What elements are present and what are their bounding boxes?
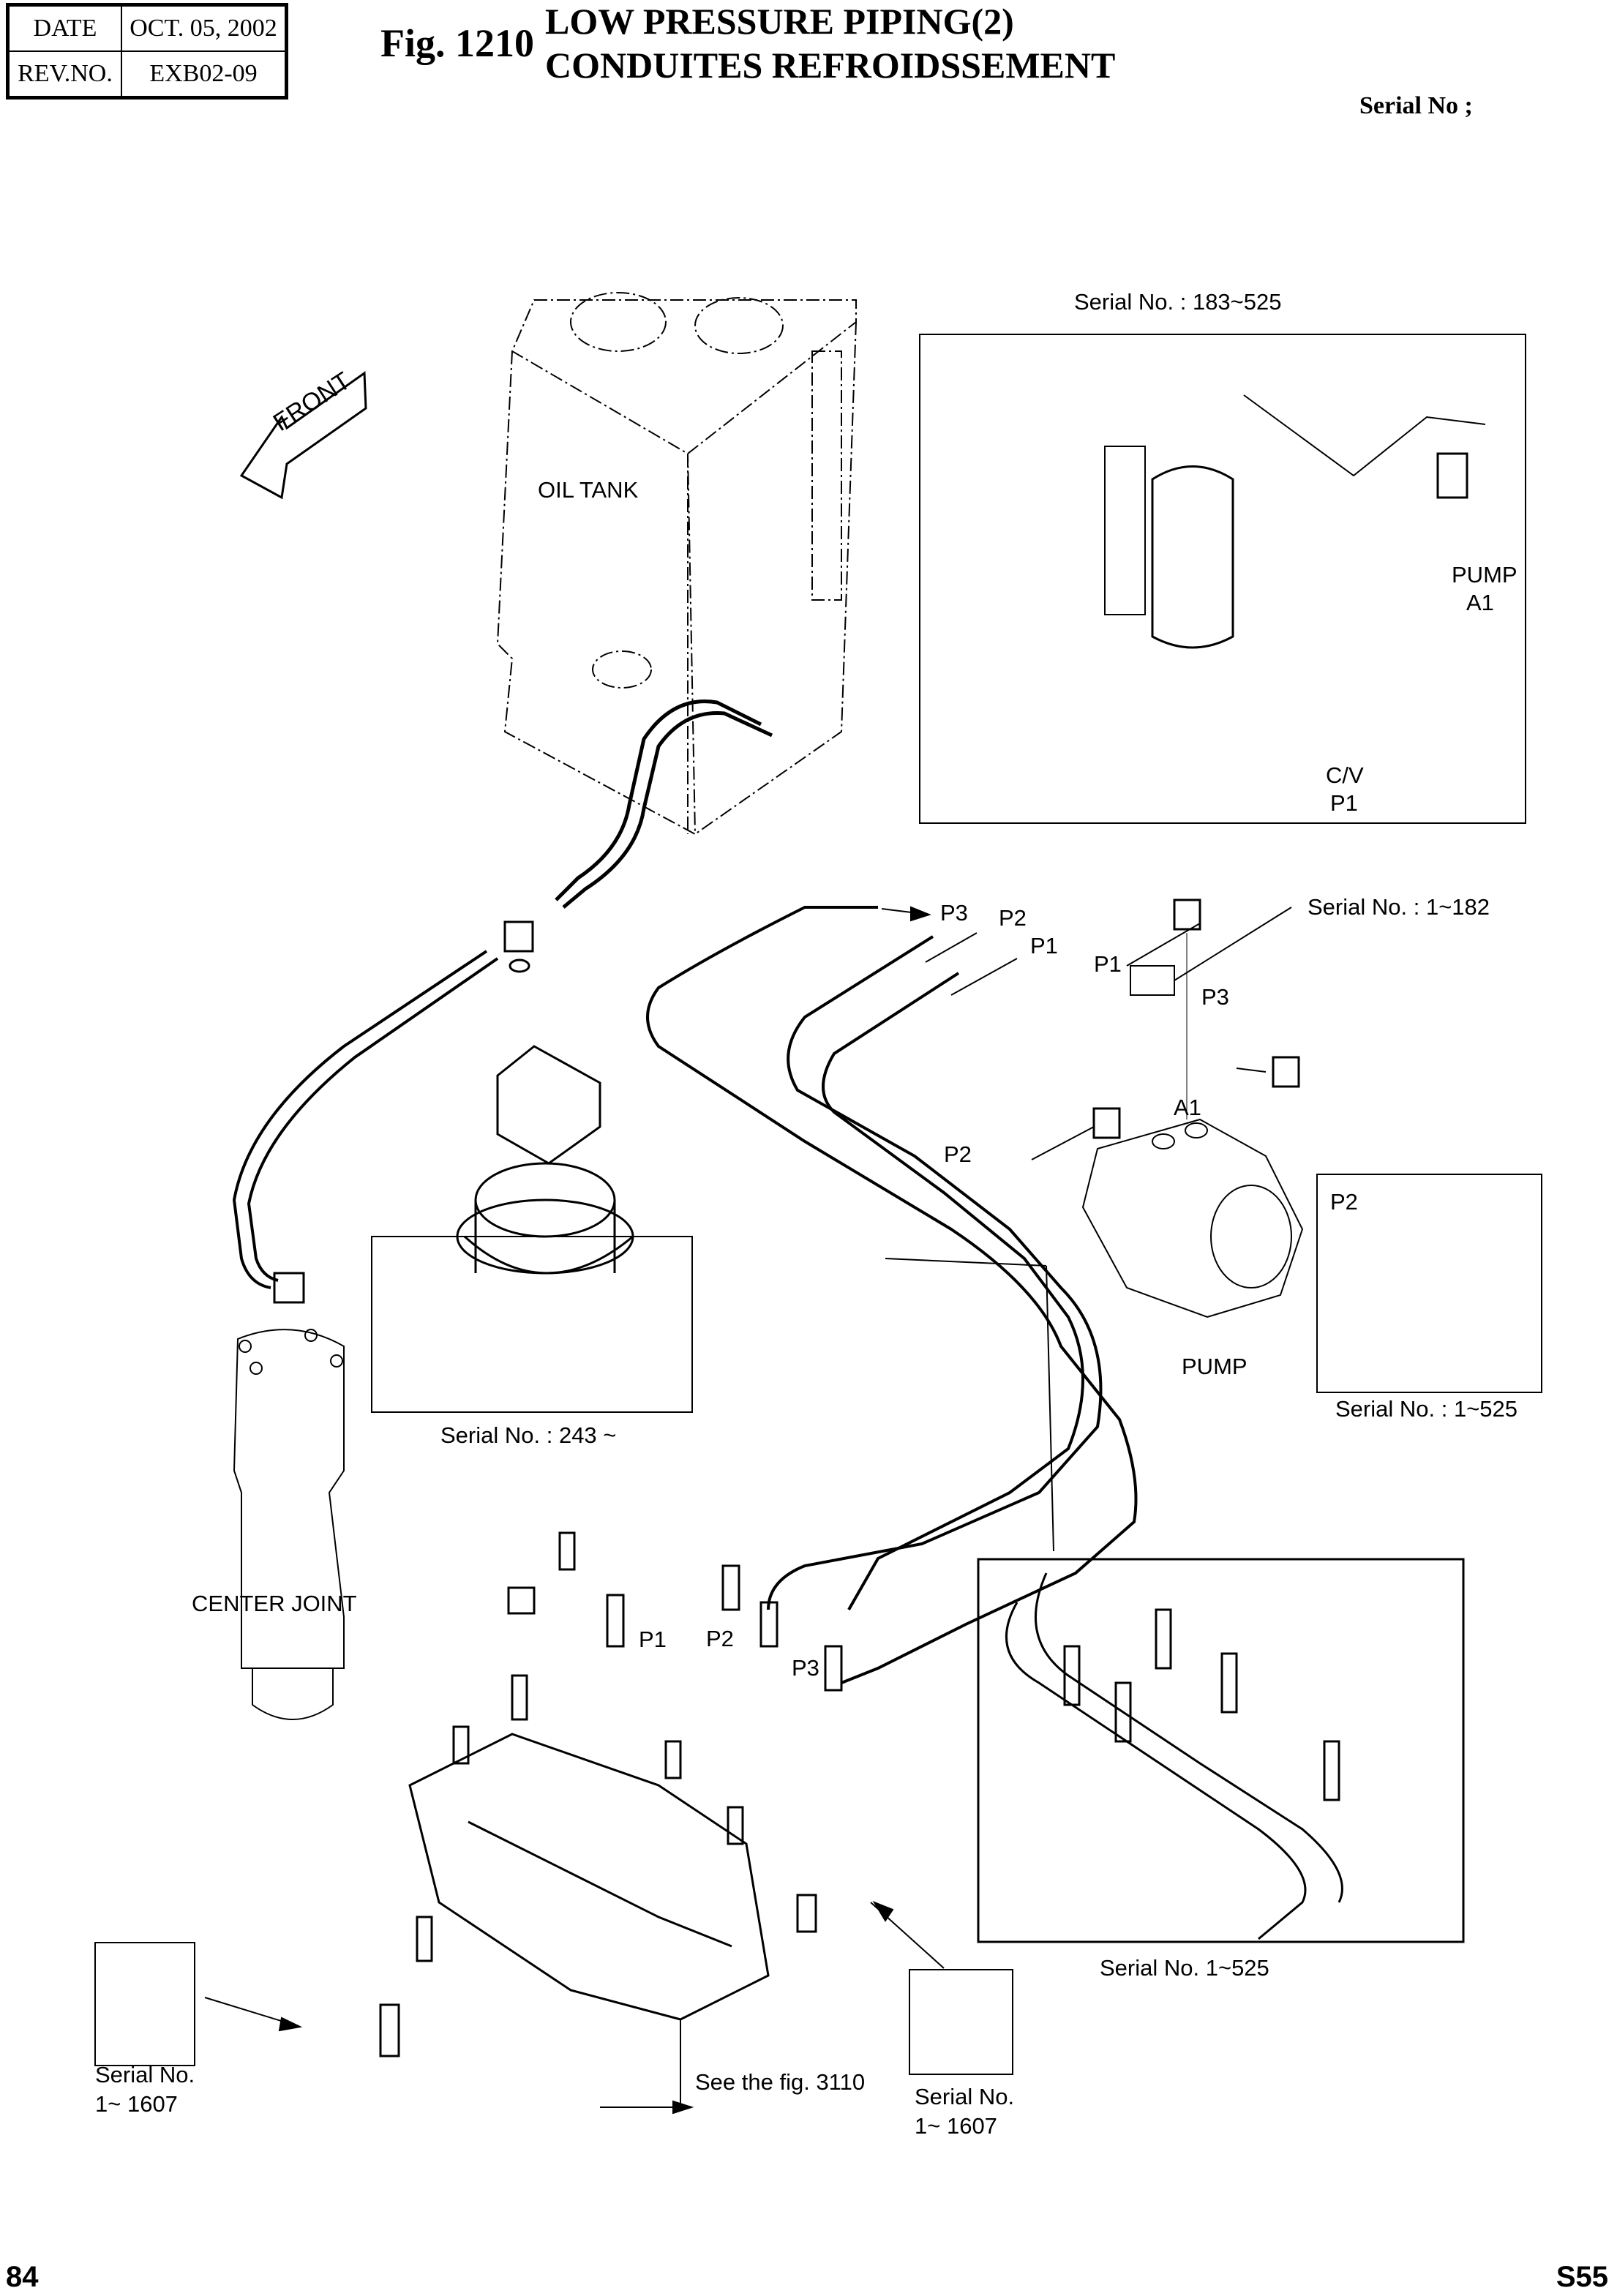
inset-box-fitting-right [909, 1969, 1013, 2075]
inset-p2-label: P2 [1330, 1189, 1358, 1215]
pump-p3-label: P3 [1201, 984, 1229, 1010]
hose-p2-label: P2 [999, 905, 1027, 931]
inset-box-swing-drain [371, 1236, 693, 1413]
cv-line1: C/V [1326, 762, 1364, 788]
pump-a1-line2: A1 [1466, 590, 1494, 615]
pump-p2-label: P2 [944, 1141, 972, 1167]
rev-value: EXB02-09 [121, 50, 288, 99]
cv-line2: P1 [1330, 790, 1358, 816]
see-fig-link[interactable]: See the fig. 3110 [695, 2069, 866, 2095]
elbow-fitting-icon [273, 1272, 305, 1304]
caption-fitting-left-line1: Serial No. [95, 2062, 195, 2087]
hose-p3-label: P3 [940, 900, 968, 926]
caption-clamps-inset: Serial No. 1~525 [1100, 1955, 1269, 1981]
caption-fitting-right-line2: 1~ 1607 [915, 2113, 997, 2139]
center-joint [233, 1329, 345, 1720]
hose-p1-label: P1 [1030, 933, 1058, 958]
caption-swing-drain-inset: Serial No. : 243 ~ [440, 1422, 617, 1448]
model-code: S55 [1556, 2261, 1608, 2293]
caption-fitting-right-line1: Serial No. [915, 2084, 1015, 2109]
center-joint-label: CENTER JOINT [192, 1591, 357, 1616]
revision-table: DATE OCT. 05, 2002 REV.NO. EXB02-09 [6, 3, 288, 100]
inset-box-clamps [977, 1558, 1465, 1943]
inset-box-pump-p2 [1316, 1174, 1542, 1393]
caption-pump-elbow-inset: Serial No. : 1~182 [1308, 894, 1490, 920]
hydraulic-pump [1081, 1118, 1304, 1318]
valve-fittings [379, 1531, 843, 2057]
pilot-hose-bundle [646, 906, 1138, 1684]
pump-port-a1-label: A1 [1174, 1095, 1201, 1120]
caption-filter-inset: Serial No. : 183~525 [1074, 289, 1282, 315]
tank-hose [555, 699, 773, 909]
pump-label: PUMP [1182, 1354, 1248, 1379]
control-valve [408, 1733, 770, 2021]
pump-p1-label: P1 [1094, 951, 1122, 977]
callout-arrows [204, 906, 1054, 2115]
valve-p1-label: P1 [639, 1627, 667, 1652]
center-joint-hose [232, 950, 499, 1289]
pump-fittings [1031, 898, 1300, 1160]
swing-motor [456, 920, 634, 1275]
page-number: 84 [6, 2261, 39, 2293]
figure-number: Fig. 1210 [380, 21, 534, 65]
caption-fitting-left-line2: 1~ 1607 [95, 2091, 178, 2117]
title-english: LOW PRESSURE PIPING(2) [545, 1, 1014, 42]
oil-tank-label: OIL TANK [538, 477, 639, 503]
date-value: OCT. 05, 2002 [121, 4, 288, 52]
inset-box-filter [919, 334, 1526, 824]
oil-tank [496, 292, 857, 836]
hose-clamps [1005, 1572, 1343, 1940]
rev-label: REV.NO. [7, 50, 122, 99]
date-label: DATE [7, 4, 122, 52]
inset-box-fitting-left [94, 1942, 195, 2066]
pump-a1-line1: PUMP [1452, 562, 1517, 588]
line-filter [1104, 394, 1486, 649]
front-arrow-icon [239, 371, 367, 500]
caption-pump-p2-inset: Serial No. : 1~525 [1335, 1396, 1518, 1422]
valve-p2-label: P2 [706, 1626, 734, 1651]
serial-header: Serial No ; [1359, 92, 1473, 119]
valve-p3-label: P3 [792, 1655, 819, 1681]
title-french: CONDUITES REFROIDSSEMENT [545, 45, 1116, 86]
